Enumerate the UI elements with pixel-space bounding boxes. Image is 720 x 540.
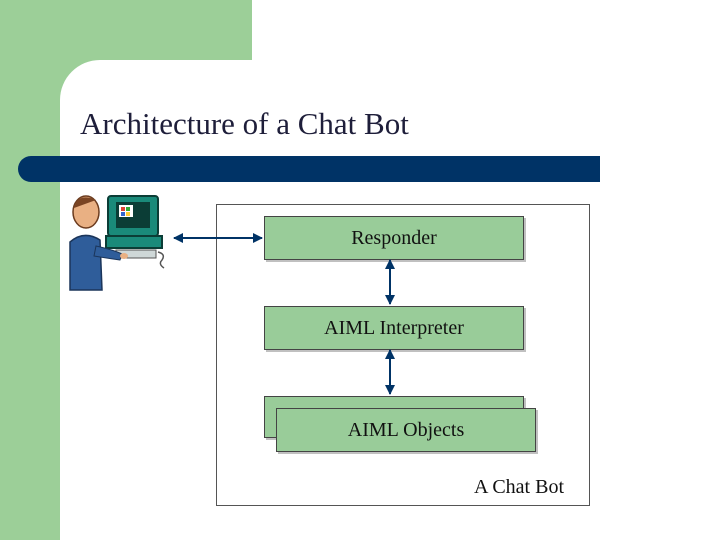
title-underline-bar bbox=[18, 156, 600, 182]
slide-title: Architecture of a Chat Bot bbox=[80, 106, 409, 141]
aiml-interpreter-label: AIML Interpreter bbox=[324, 316, 464, 339]
aiml-objects-label: AIML Objects bbox=[347, 418, 465, 441]
responder-label: Responder bbox=[351, 226, 437, 249]
person-at-computer-icon bbox=[69, 195, 165, 291]
chat-bot-frame-label: A Chat Bot bbox=[474, 476, 565, 498]
aiml-interpreter-box: AIML Interpreter bbox=[264, 306, 524, 350]
green-accent-left bbox=[0, 0, 60, 540]
aiml-objects-box: AIML Objects bbox=[276, 408, 536, 452]
